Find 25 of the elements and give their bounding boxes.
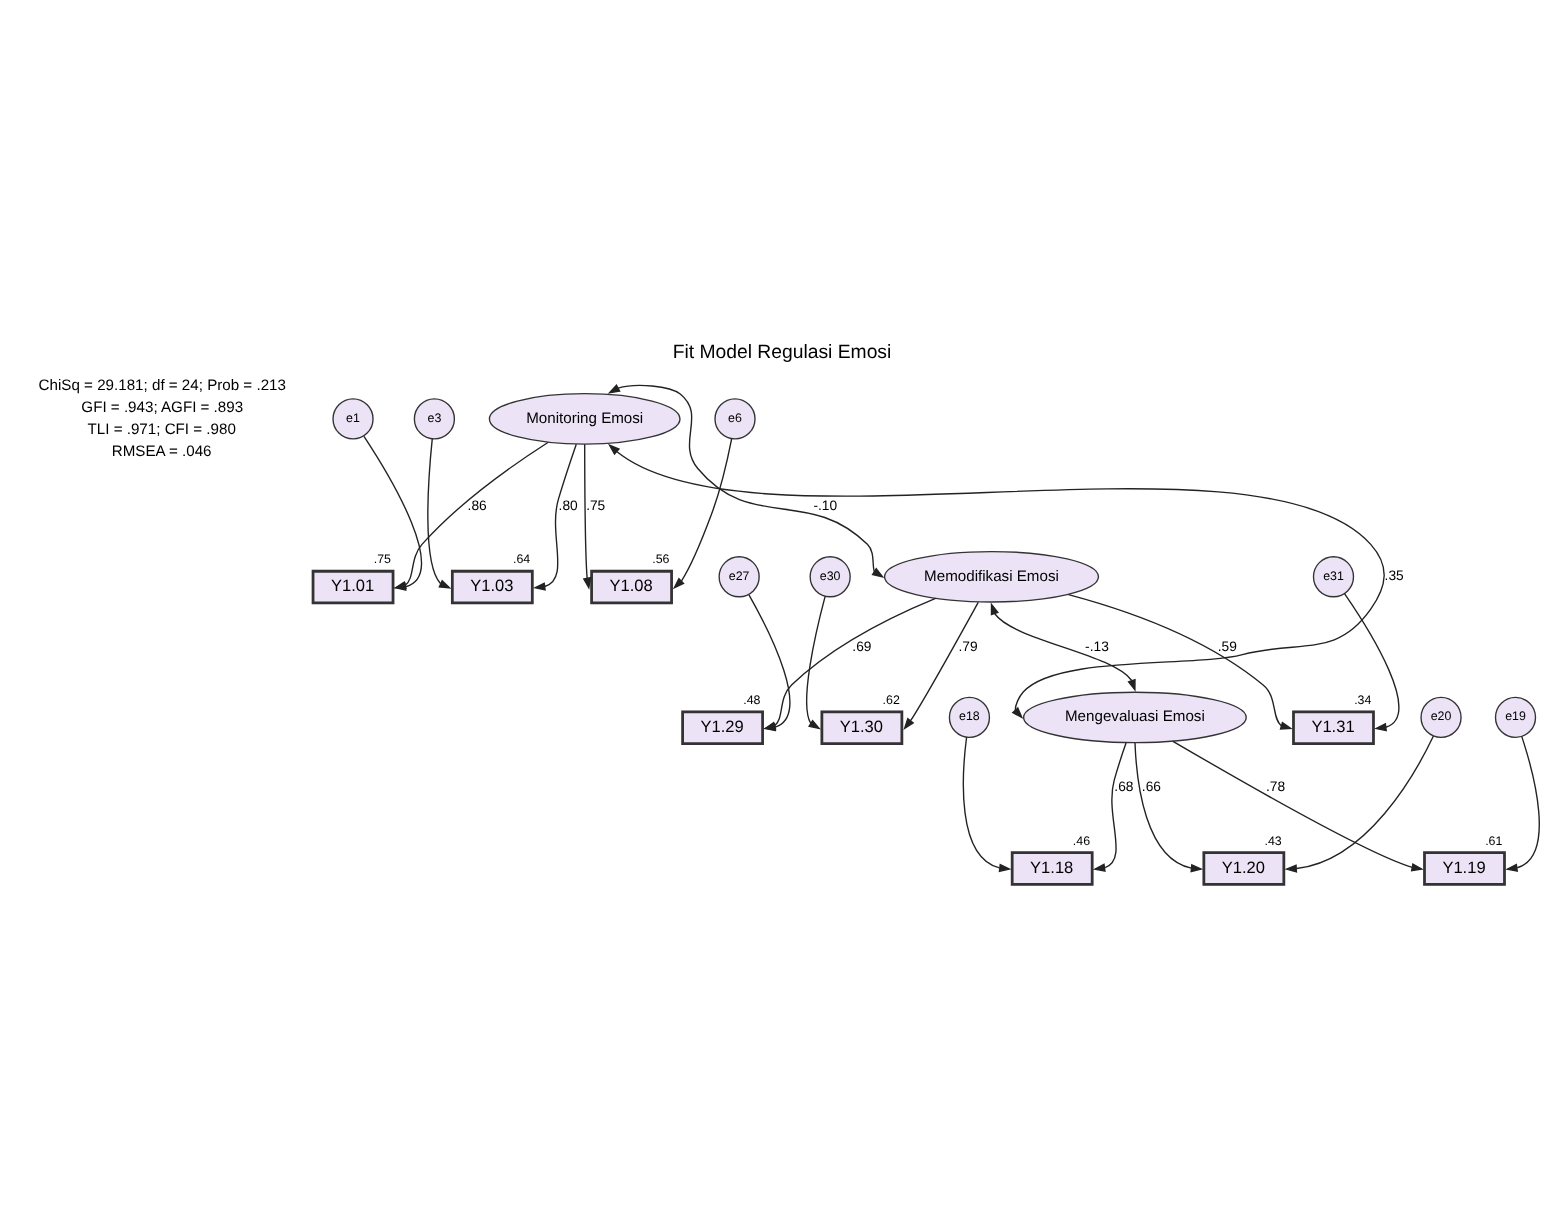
label: ChiSq = 29.181; df = 24; Prob = .213 [37, 375, 285, 394]
node-ellipse: Memodifikasi Emosi [882, 550, 1099, 603]
node-ellipse: Mengevaluasi Emosi [1021, 691, 1246, 744]
arrow [902, 601, 978, 731]
arrow [1133, 742, 1203, 873]
arrow [426, 438, 451, 589]
diagram-title: Fit Model Regulasi Emosi [671, 342, 891, 365]
arrow [1066, 593, 1292, 730]
arrow [581, 443, 591, 590]
arrow [804, 595, 825, 730]
arrow [989, 602, 1135, 692]
arrow [1283, 735, 1434, 873]
label: GFI = .943; AGFI = .893 [80, 397, 243, 416]
arrow [961, 736, 1011, 873]
arrow [671, 437, 732, 590]
label: TLI = .971; CFI = .980 [86, 419, 235, 438]
arrow [1504, 735, 1539, 873]
node-ellipse: Monitoring Emosi [487, 393, 680, 445]
arrow [1091, 742, 1126, 872]
arrow [1171, 740, 1423, 872]
arrow [532, 443, 576, 591]
label: RMSEA = .046 [110, 441, 211, 460]
arrow [1342, 592, 1399, 732]
arrow [606, 384, 884, 578]
arrow [606, 443, 1384, 719]
